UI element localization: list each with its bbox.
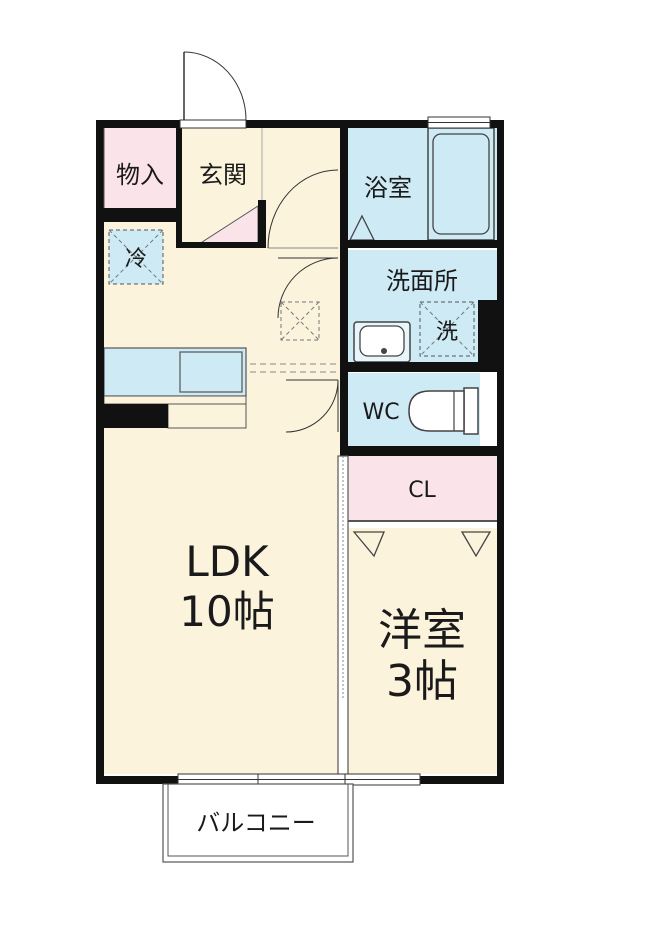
kitchen-sink — [179, 351, 243, 393]
floor-closet — [348, 455, 497, 521]
label-storage: 物入 — [116, 161, 164, 189]
label-ldk-name: LDK — [185, 537, 270, 586]
balcony — [162, 783, 354, 863]
label-toilet: WC — [362, 400, 399, 425]
walls — [96, 120, 504, 784]
kitchen-lower-cabinet — [167, 403, 247, 429]
label-closet: CL — [408, 478, 436, 503]
entrance-door-opening — [179, 119, 247, 129]
kitchen-base — [103, 395, 247, 405]
label-balcony: バルコニー — [196, 809, 316, 837]
label-entrance: 玄関 — [199, 161, 247, 189]
toilet-tank — [463, 387, 479, 435]
label-fridge: 冷 — [125, 247, 147, 272]
label-washer: 洗 — [436, 320, 458, 345]
floor-storage — [103, 128, 177, 216]
label-western-size: 3帖 — [386, 656, 458, 707]
toilet-bowl — [408, 390, 465, 432]
ceiling-hatch — [280, 301, 320, 341]
label-bath: 浴室 — [364, 174, 412, 202]
label-western-name: 洋室 — [378, 605, 466, 656]
floor-western-room — [345, 528, 497, 774]
label-ldk-size: 10帖 — [179, 587, 274, 636]
label-washroom: 洗面所 — [386, 267, 458, 295]
